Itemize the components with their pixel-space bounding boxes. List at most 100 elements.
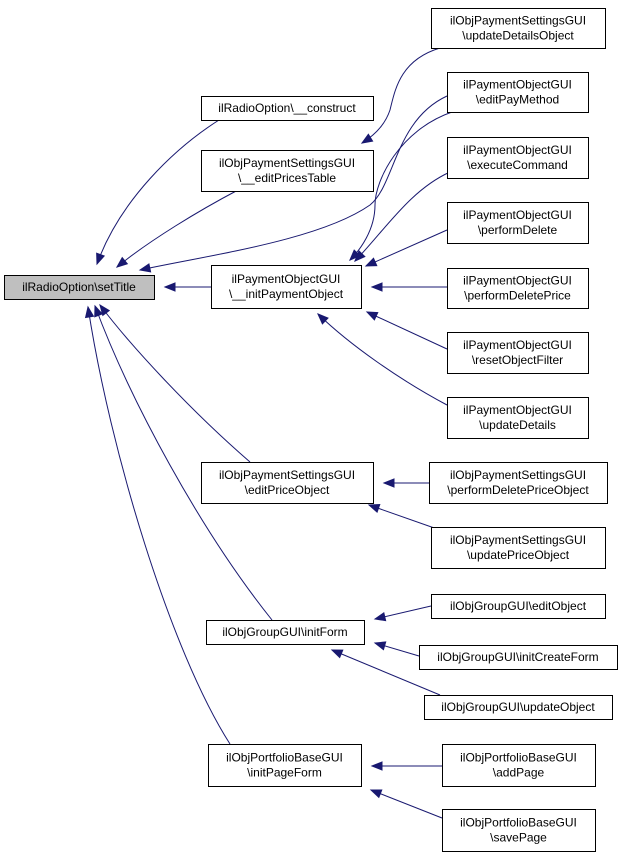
- edge-arrowhead: [369, 789, 383, 799]
- node-label-line: \__initPaymentObject: [229, 287, 344, 301]
- node-label-line: \editPriceObject: [245, 483, 330, 497]
- edge-line: [94, 305, 273, 621]
- node-box[interactable]: [201, 462, 374, 504]
- edge-updateObject-to-initForm: [330, 649, 441, 696]
- node-updatePriceObject[interactable]: ilObjPaymentSettingsGUI\updatePriceObjec…: [431, 527, 606, 569]
- node-updateDetails[interactable]: ilPaymentObjectGUI\updateDetails: [447, 397, 589, 439]
- node-root[interactable]: ilRadioOption\setTitle: [4, 275, 155, 300]
- node-addPage[interactable]: ilObjPortfolioBaseGUI\addPage: [442, 744, 596, 787]
- node-construct[interactable]: ilRadioOption\__construct: [201, 96, 374, 121]
- node-performDelete[interactable]: ilPaymentObjectGUI\performDelete: [447, 202, 589, 244]
- node-label-line: ilObjPaymentSettingsGUI: [219, 156, 355, 170]
- edge-construct-to-root: [96, 119, 220, 266]
- node-label-line: ilObjPaymentSettingsGUI: [219, 468, 355, 482]
- edge-arrowhead: [367, 504, 381, 513]
- node-updateDetailsObject[interactable]: ilObjPaymentSettingsGUI\updateDetailsObj…: [431, 8, 606, 49]
- node-performDeletePrice[interactable]: ilPaymentObjectGUI\performDeletePrice: [447, 268, 589, 309]
- node-editObject[interactable]: ilObjGroupGUI\editObject: [431, 594, 606, 619]
- edge-performDelete-to-initPaymentObject: [364, 229, 448, 267]
- node-editPricesTable[interactable]: ilObjPaymentSettingsGUI\__editPricesTabl…: [201, 150, 374, 192]
- node-box[interactable]: [447, 397, 589, 439]
- nodes-layer: ilRadioOption\setTitle ilRadioOption\__co…: [4, 8, 618, 852]
- node-box[interactable]: [201, 96, 374, 121]
- edge-editPricesTable-to-root: [115, 189, 239, 268]
- edge-initPaymentObject-to-root: [163, 282, 211, 292]
- edge-initForm-to-root: [94, 304, 273, 621]
- node-resetObjectFilter[interactable]: ilPaymentObjectGUI\resetObjectFilter: [447, 332, 589, 374]
- node-label-line: ilPaymentObjectGUI: [463, 143, 572, 157]
- node-box[interactable]: [431, 527, 606, 569]
- node-box[interactable]: [431, 594, 606, 619]
- edge-editPayMethod-to-initPaymentObject: [349, 111, 453, 261]
- edge-arrowhead: [373, 612, 387, 622]
- node-box[interactable]: [447, 72, 589, 113]
- root-node-box[interactable]: [4, 275, 155, 300]
- node-initPaymentObject[interactable]: ilPaymentObjectGUI\__initPaymentObject: [211, 265, 362, 309]
- edge-addPage-to-initPageForm: [370, 761, 442, 771]
- node-label-line: ilPaymentObjectGUI: [463, 274, 572, 288]
- edge-line: [354, 171, 451, 262]
- node-label-line: ilRadioOption\setTitle: [22, 280, 136, 294]
- node-initCreateForm[interactable]: ilObjGroupGUI\initCreateForm: [419, 645, 618, 670]
- edge-savePage-to-initPageForm: [369, 789, 443, 819]
- edge-line: [317, 313, 448, 406]
- edge-line: [96, 119, 220, 265]
- edge-performDeletePrice-to-initPaymentObject: [370, 282, 447, 292]
- node-performDeletePriceObject[interactable]: ilObjPaymentSettingsGUI\performDeletePri…: [429, 462, 608, 504]
- node-box[interactable]: [424, 695, 613, 720]
- node-label-line: \resetObjectFilter: [472, 353, 563, 367]
- edge-line: [349, 111, 453, 261]
- edge-arrowhead: [382, 478, 395, 488]
- edge-line: [365, 229, 448, 267]
- node-label-line: ilObjPortfolioBaseGUI: [460, 751, 577, 765]
- node-box[interactable]: [206, 620, 365, 645]
- edge-arrowhead: [330, 649, 344, 659]
- edge-updatePriceObject-to-editPriceObject: [367, 504, 441, 531]
- node-editPriceObject[interactable]: ilObjPaymentSettingsGUI\editPriceObject: [201, 462, 374, 504]
- edge-editPriceObject-to-root: [99, 303, 251, 463]
- node-label-line: ilObjGroupGUI\updateObject: [441, 700, 595, 714]
- node-savePage[interactable]: ilObjPortfolioBaseGUI\savePage: [442, 809, 596, 852]
- node-executeCommand[interactable]: ilPaymentObjectGUI\executeCommand: [447, 137, 589, 179]
- node-initForm[interactable]: ilObjGroupGUI\initForm: [206, 620, 365, 645]
- node-box[interactable]: [447, 202, 589, 244]
- node-label-line: ilObjPaymentSettingsGUI: [450, 14, 586, 28]
- edge-arrowhead: [96, 252, 106, 266]
- edge-line: [366, 311, 448, 350]
- node-label-line: \editPayMethod: [476, 93, 559, 107]
- node-label-line: ilObjGroupGUI\initCreateForm: [437, 650, 598, 664]
- edge-arrowhead: [138, 263, 152, 273]
- edges-layer: [84, 47, 453, 819]
- node-label-line: \__editPricesTable: [238, 171, 336, 185]
- edge-arrowhead: [365, 311, 379, 321]
- node-box[interactable]: [431, 8, 606, 49]
- edge-arrowhead: [317, 313, 329, 325]
- node-box[interactable]: [447, 268, 589, 309]
- node-label-line: \savePage: [490, 831, 547, 845]
- node-box[interactable]: [429, 462, 608, 504]
- node-box[interactable]: [447, 137, 589, 179]
- edge-arrowhead: [370, 282, 383, 292]
- node-editPayMethod[interactable]: ilPaymentObjectGUI\editPayMethod: [447, 72, 589, 113]
- node-box[interactable]: [447, 332, 589, 374]
- node-updateObject[interactable]: ilObjGroupGUI\updateObject: [424, 695, 613, 720]
- edge-line: [116, 189, 239, 268]
- node-label-line: ilObjGroupGUI\initForm: [222, 625, 347, 639]
- node-box[interactable]: [442, 744, 596, 787]
- node-box[interactable]: [208, 744, 362, 787]
- node-box[interactable]: [201, 150, 374, 192]
- node-initPageForm[interactable]: ilObjPortfolioBaseGUI\initPageForm: [208, 744, 362, 787]
- edge-arrowhead: [163, 282, 176, 292]
- node-box[interactable]: [211, 265, 362, 309]
- node-label-line: ilObjPortfolioBaseGUI: [226, 751, 343, 765]
- node-box[interactable]: [419, 645, 618, 670]
- edge-arrowhead: [370, 761, 383, 771]
- node-label-line: ilPaymentObjectGUI: [463, 403, 572, 417]
- edge-line: [139, 95, 448, 271]
- edge-arrowhead: [99, 303, 111, 317]
- node-label-line: ilObjPaymentSettingsGUI: [450, 533, 586, 547]
- node-box[interactable]: [442, 809, 596, 852]
- edge-executeCommand-to-initPaymentObject: [354, 171, 451, 262]
- edge-arrowhead: [115, 256, 129, 268]
